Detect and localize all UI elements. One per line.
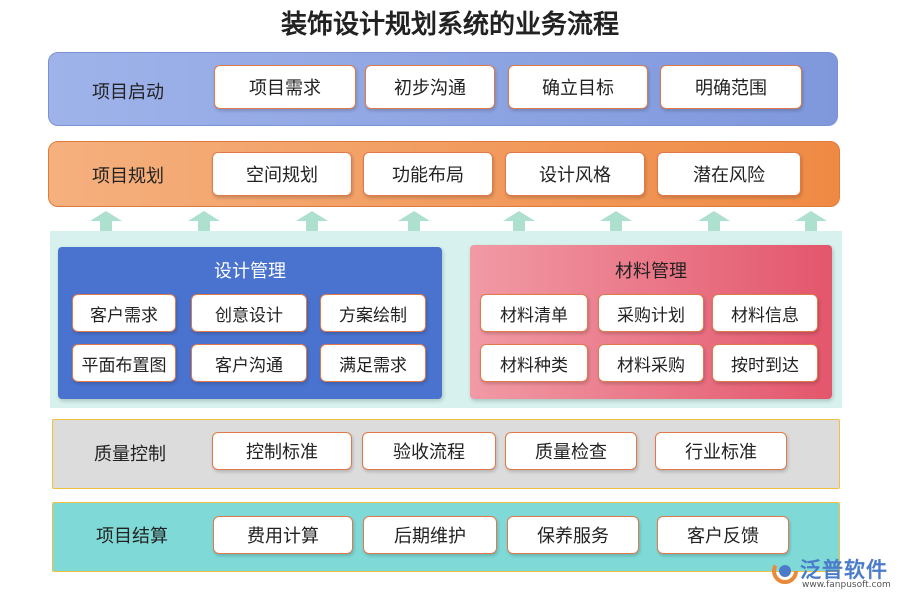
up-arrow-stem — [306, 221, 318, 231]
up-arrow-icon — [698, 211, 730, 221]
material-item-2: 采购计划 — [598, 294, 704, 332]
up-arrow-stem — [805, 221, 817, 231]
startup-item-1: 项目需求 — [214, 65, 356, 109]
up-arrow-stem — [198, 221, 210, 231]
logo-text: 泛普软件 — [800, 558, 888, 582]
quality-label: 质量控制 — [94, 444, 166, 465]
up-arrow-icon — [188, 211, 220, 221]
up-arrow-icon — [600, 211, 632, 221]
material-item-1: 材料清单 — [480, 294, 588, 332]
quality-item-1: 控制标准 — [212, 432, 352, 470]
quality-item-4: 行业标准 — [655, 432, 787, 470]
up-arrow-stem — [610, 221, 622, 231]
design-item-5: 客户沟通 — [191, 344, 307, 382]
settlement-item-4: 客户反馈 — [657, 516, 789, 554]
settlement-item-2: 后期维护 — [363, 516, 497, 554]
up-arrow-icon — [795, 211, 827, 221]
startup-label: 项目启动 — [92, 82, 164, 103]
design-item-6: 满足需求 — [320, 344, 426, 382]
planning-item-1: 空间规划 — [212, 152, 352, 196]
planning-item-3: 设计风格 — [505, 152, 645, 196]
settlement-label: 项目结算 — [96, 526, 168, 547]
design-panel-title: 设计管理 — [214, 261, 286, 282]
design-item-3: 方案绘制 — [320, 294, 426, 332]
up-arrow-stem — [513, 221, 525, 231]
up-arrow-stem — [100, 221, 112, 231]
settlement-item-1: 费用计算 — [213, 516, 353, 554]
design-item-1: 客户需求 — [72, 294, 176, 332]
up-arrow-stem — [708, 221, 720, 231]
material-item-6: 按时到达 — [712, 344, 818, 382]
brand-logo: 泛普软件 www.fanpusoft.com — [770, 554, 894, 596]
startup-item-2: 初步沟通 — [365, 65, 495, 109]
planning-item-2: 功能布局 — [363, 152, 493, 196]
material-item-3: 材料信息 — [712, 294, 818, 332]
design-item-2: 创意设计 — [191, 294, 307, 332]
material-panel-title: 材料管理 — [615, 261, 687, 282]
page-title: 装饰设计规划系统的业务流程 — [280, 10, 619, 40]
startup-item-3: 确立目标 — [508, 65, 648, 109]
planning-item-4: 潜在风险 — [657, 152, 801, 196]
settlement-item-3: 保养服务 — [507, 516, 639, 554]
up-arrow-stem — [408, 221, 420, 231]
material-item-4: 材料种类 — [480, 344, 588, 382]
up-arrow-icon — [503, 211, 535, 221]
design-item-4: 平面布置图 — [72, 344, 176, 382]
up-arrow-icon — [296, 211, 328, 221]
up-arrow-icon — [398, 211, 430, 221]
material-item-5: 材料采购 — [598, 344, 704, 382]
logo-url: www.fanpusoft.com — [802, 580, 891, 590]
quality-item-3: 质量检查 — [505, 432, 637, 470]
quality-item-2: 验收流程 — [362, 432, 496, 470]
startup-item-4: 明确范围 — [660, 65, 802, 109]
logo-swirl-icon — [772, 558, 798, 584]
planning-label: 项目规划 — [92, 166, 164, 187]
up-arrow-icon — [90, 211, 122, 221]
